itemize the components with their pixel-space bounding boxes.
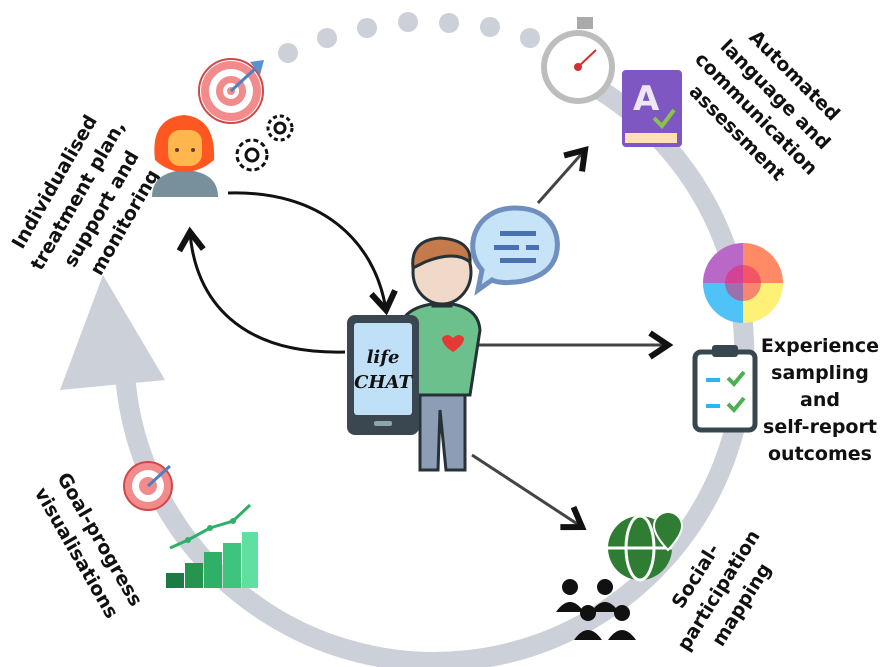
target-icon — [198, 58, 264, 124]
globe-location-icon — [608, 510, 684, 582]
svg-text:Automatedlanguage andcommunica: Automatedlanguage andcommunicationassess… — [671, 10, 860, 199]
svg-text:A: A — [633, 79, 660, 119]
arrow-to-assessment — [536, 145, 589, 204]
speech-bubble-icon — [470, 205, 560, 296]
growth-chart-icon — [166, 503, 258, 588]
people-group-icon — [556, 579, 636, 640]
checklist-clipboard-icon — [692, 345, 758, 433]
clinician-avatar-icon — [152, 115, 218, 197]
gears-icon — [235, 114, 294, 172]
label-treatment: Individualisedtreatment plan,support and… — [3, 103, 177, 301]
patient-figure-icon — [398, 236, 482, 472]
arrow-to-phone — [227, 191, 398, 316]
svg-text:Individualisedtreatment plan,s: Individualisedtreatment plan,support and… — [3, 103, 177, 301]
svg-text:CHAT: CHAT — [354, 372, 413, 393]
arrow-to-social — [471, 453, 587, 531]
smartphone-icon: life CHAT — [347, 315, 419, 435]
cycle-dots — [278, 12, 540, 63]
stopwatch-icon — [541, 17, 615, 104]
color-wheel-icon — [703, 243, 783, 323]
arrow-to-clinician — [176, 226, 346, 354]
cycle-arrowhead — [60, 275, 165, 390]
target-small-icon — [123, 461, 173, 511]
svg-text:life: life — [367, 347, 400, 368]
language-book-icon: A — [622, 70, 682, 147]
label-language: Automatedlanguage andcommunicationassess… — [671, 10, 860, 199]
